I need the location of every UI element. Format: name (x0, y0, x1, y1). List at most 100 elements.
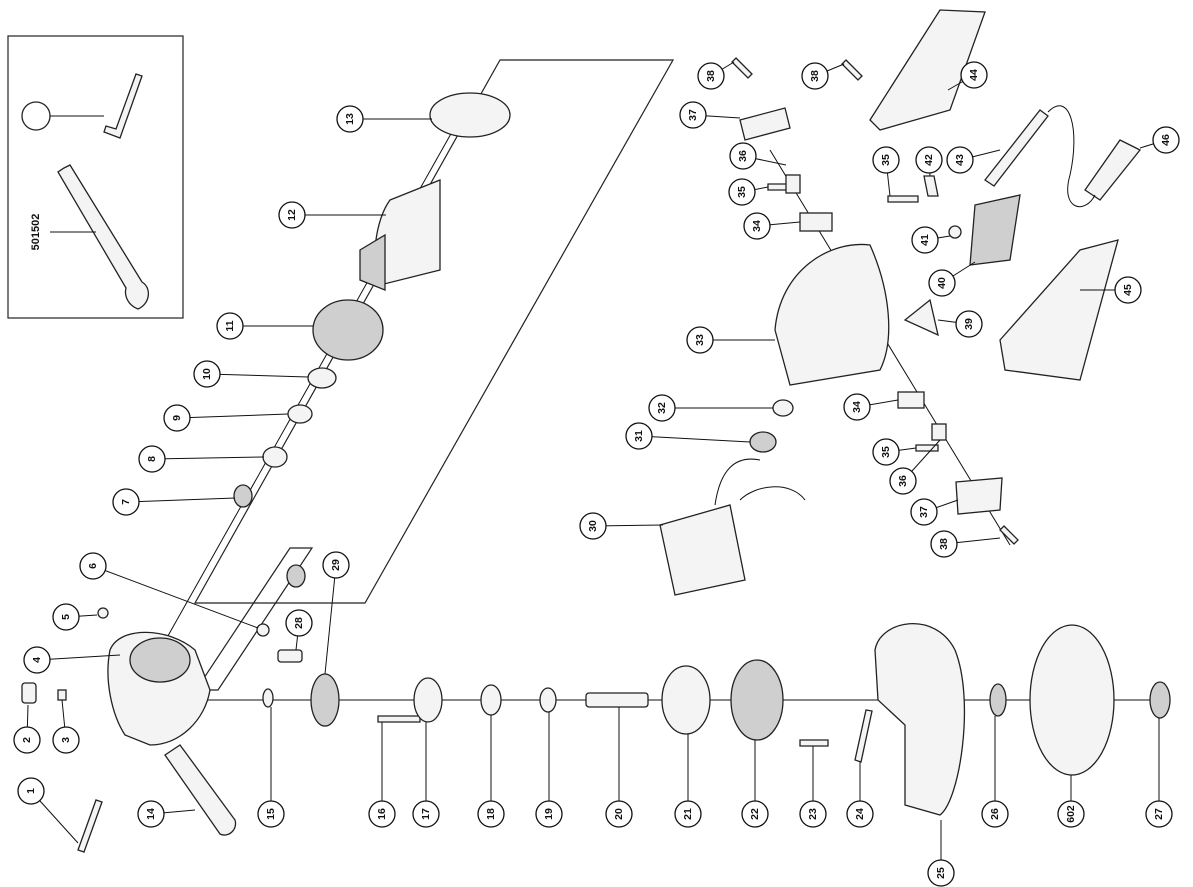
screw-part-23 (799, 739, 829, 747)
callout-19: 19 (535, 712, 563, 828)
callout-number: 1 (25, 788, 37, 794)
callout-number: 2 (21, 737, 33, 743)
callout-number: 28 (293, 617, 305, 629)
ring-part-19 (539, 687, 557, 713)
callout-number: 46 (1160, 134, 1172, 146)
screw-part-38-c (999, 525, 1019, 545)
callout-bubble (112, 488, 140, 516)
callout-4: 4 (23, 646, 121, 674)
callout-number: 30 (587, 520, 599, 532)
callout-bubble (648, 394, 676, 422)
callout-1: 1 (17, 777, 79, 844)
callout-number: 8 (146, 456, 158, 462)
leader-line (92, 565, 259, 629)
plate-part-17 (413, 677, 443, 723)
spring-part-3 (57, 689, 67, 701)
callout-14: 14 (137, 800, 196, 828)
callout-36: 36 (889, 439, 941, 495)
screw-part-24 (854, 709, 873, 763)
callout-bubble (946, 146, 974, 174)
callout-number: 34 (751, 220, 763, 232)
callout-bubble (1057, 800, 1085, 828)
callout-bubble (889, 467, 917, 495)
callout-bubble (1152, 126, 1180, 154)
callout-42: 42 (915, 146, 943, 177)
switch-part-40 (969, 194, 1021, 266)
ring-part-8 (262, 446, 288, 468)
callout-bubble (477, 800, 505, 828)
callout-bubble (79, 552, 107, 580)
callout-bubble (336, 105, 364, 133)
grinding-wheel-602 (1029, 624, 1115, 776)
callout-10: 10 (193, 360, 309, 388)
callout-bubble (52, 603, 80, 631)
bearing-part-18 (480, 684, 502, 716)
baffle-part-31 (749, 431, 777, 453)
callout-3: 3 (52, 699, 80, 754)
callout-bubble (686, 326, 714, 354)
callout-bubble (960, 61, 988, 89)
callout-bubble (278, 201, 306, 229)
callout-bubble (138, 445, 166, 473)
leader-line (36, 654, 121, 661)
callout-7: 7 (112, 488, 236, 516)
callout-number: 38 (938, 538, 950, 550)
screw-part-38-b (841, 59, 863, 81)
callout-12: 12 (278, 201, 386, 229)
callout-number: 3 (60, 737, 72, 743)
callout-bubble (729, 142, 757, 170)
callout-number: 23 (807, 808, 819, 820)
callout-number: 24 (854, 808, 866, 820)
callout-bubble (915, 146, 943, 174)
callout-number: 37 (918, 506, 930, 518)
callout-bubble (257, 800, 285, 828)
callout-number: 35 (880, 154, 892, 166)
callout-11: 11 (216, 312, 313, 340)
handle-cover-part-45 (999, 239, 1119, 381)
spanner-wrench-icon (57, 164, 149, 310)
label-part-39 (903, 298, 939, 337)
callout-2: 2 (13, 704, 41, 754)
bearing-box-part-22 (730, 659, 784, 741)
callout-bubble (216, 312, 244, 340)
brush-cap-part-37-lower (955, 477, 1003, 515)
leader-line (151, 456, 265, 460)
callout-bubble (1145, 800, 1173, 828)
callout-bubble (193, 360, 221, 388)
callout-number: 34 (851, 401, 863, 413)
gear-housing (107, 631, 211, 746)
callout-bubble (743, 212, 771, 240)
callout-number: 35 (880, 446, 892, 458)
callout-number: 19 (543, 808, 555, 820)
callout-number: 20 (613, 808, 625, 820)
callout-40: 40 (928, 261, 976, 297)
callout-38: 38 (697, 61, 735, 90)
callout-bubble (322, 551, 350, 579)
callout-25: 25 (927, 820, 955, 887)
ring-part-15 (262, 688, 274, 708)
nut-part-6 (256, 623, 270, 637)
callout-bubble (697, 62, 725, 90)
callout-43: 43 (946, 146, 1001, 174)
callout-13: 13 (336, 105, 432, 133)
brush-holder-part-34-lower (897, 391, 925, 409)
callout-number: 21 (682, 808, 694, 820)
callout-37: 37 (910, 498, 959, 526)
callout-22: 22 (741, 740, 769, 828)
callout-33: 33 (686, 326, 775, 354)
callout-41: 41 (911, 226, 951, 254)
callout-bubble (625, 422, 653, 450)
hex-key-icon (103, 73, 143, 139)
callout-27: 27 (1145, 718, 1173, 828)
callout-45: 45 (1080, 276, 1142, 304)
callout-9: 9 (163, 404, 289, 432)
screw-part-1 (77, 799, 103, 853)
wrench-code: 501502 (30, 214, 42, 251)
callout-number: 17 (420, 808, 432, 820)
callout-number: 22 (749, 808, 761, 820)
callout-23: 23 (799, 746, 827, 828)
callout-number: 39 (963, 318, 975, 330)
bearing-part-32 (772, 399, 794, 417)
callout-35: 35 (872, 438, 917, 466)
callout-number: 38 (705, 70, 717, 82)
